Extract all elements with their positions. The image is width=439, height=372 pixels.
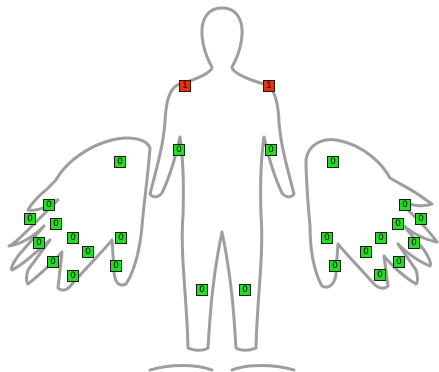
body-outline bbox=[148, 6, 296, 352]
marker-right-hand-10[interactable]: 0 bbox=[329, 260, 341, 272]
marker-left-hand-4[interactable]: 0 bbox=[67, 232, 79, 244]
marker-right-hand-1[interactable]: 0 bbox=[399, 199, 411, 211]
marker-shoulder-right[interactable]: 1 bbox=[263, 80, 275, 92]
marker-left-hand-palm[interactable]: 0 bbox=[114, 156, 126, 168]
marker-upper-arm-left[interactable]: 0 bbox=[173, 144, 185, 156]
marker-left-hand-9[interactable]: 0 bbox=[115, 232, 127, 244]
marker-left-hand-6[interactable]: 0 bbox=[82, 246, 94, 258]
marker-shoulder-left[interactable]: 1 bbox=[179, 80, 191, 92]
marker-left-hand-7[interactable]: 0 bbox=[47, 256, 59, 268]
marker-right-hand-2[interactable]: 0 bbox=[415, 213, 427, 225]
left-hand-outline bbox=[7, 136, 152, 292]
marker-left-hand-2[interactable]: 0 bbox=[24, 213, 36, 225]
marker-left-hand-8[interactable]: 0 bbox=[67, 270, 79, 282]
marker-knee-left[interactable]: 0 bbox=[196, 284, 208, 296]
marker-upper-arm-right[interactable]: 0 bbox=[265, 144, 277, 156]
marker-right-hand-3[interactable]: 0 bbox=[392, 218, 404, 230]
marker-left-hand-1[interactable]: 0 bbox=[43, 199, 55, 211]
marker-right-hand-7[interactable]: 0 bbox=[393, 256, 405, 268]
marker-left-hand-5[interactable]: 0 bbox=[33, 237, 45, 249]
right-hand-outline bbox=[304, 138, 439, 290]
marker-left-hand-10[interactable]: 0 bbox=[110, 260, 122, 272]
marker-right-hand-8[interactable]: 0 bbox=[374, 269, 386, 281]
marker-left-hand-3[interactable]: 0 bbox=[50, 218, 62, 230]
marker-right-hand-6[interactable]: 0 bbox=[360, 246, 372, 258]
marker-right-hand-9[interactable]: 0 bbox=[321, 232, 333, 244]
marker-knee-right[interactable]: 0 bbox=[239, 284, 251, 296]
feet-outline bbox=[148, 364, 296, 372]
marker-right-hand-5[interactable]: 0 bbox=[408, 237, 420, 249]
marker-right-hand-palm[interactable]: 0 bbox=[327, 156, 339, 168]
marker-right-hand-4[interactable]: 0 bbox=[375, 232, 387, 244]
